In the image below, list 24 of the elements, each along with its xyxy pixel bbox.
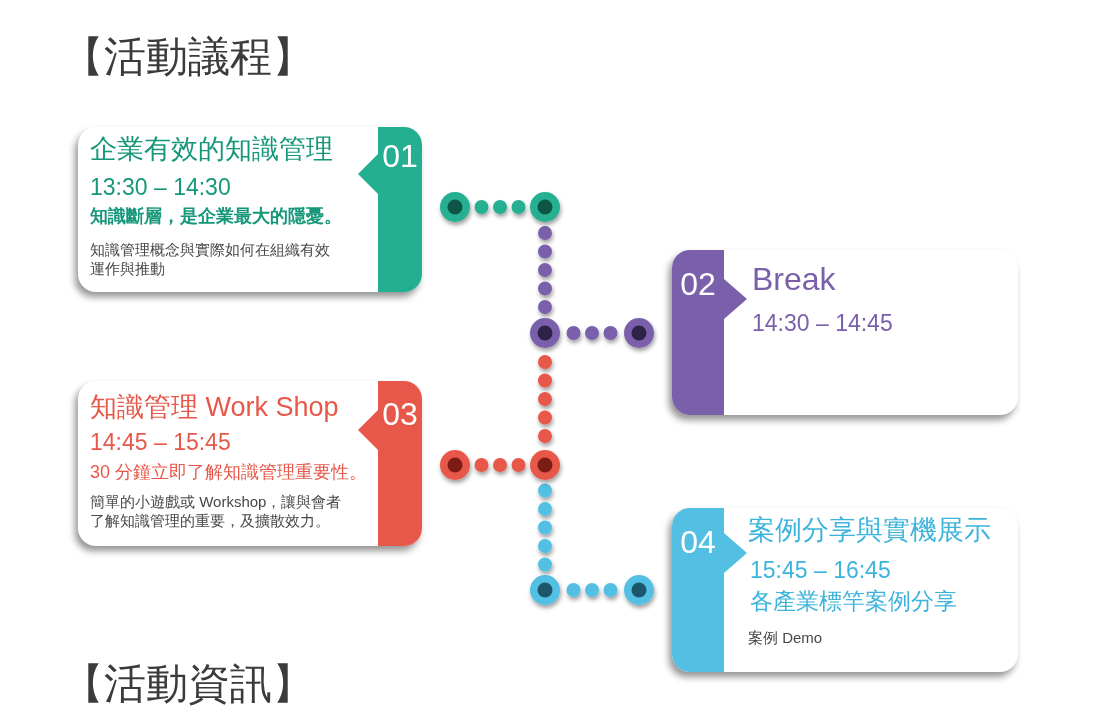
card-title: Break	[752, 259, 836, 299]
card-title: 案例分享與實機展示	[748, 513, 991, 547]
time-range: 15:45 – 16:45	[750, 555, 891, 585]
time-range: 14:45 – 15:45	[90, 428, 231, 457]
time-range: 13:30 – 14:30	[90, 173, 231, 202]
step-number: 01	[382, 137, 418, 176]
agenda-card	[672, 250, 1018, 415]
section-heading: 【活動議程】	[62, 32, 314, 82]
card-title: 知識管理 Work Shop	[90, 390, 339, 424]
description-text: 知識管理概念與實際如何在組織有效運作與推動	[90, 240, 331, 278]
highlight-text: 30 分鐘立即了解知識管理重要性。	[90, 460, 368, 484]
time-range: 14:30 – 14:45	[752, 308, 893, 338]
agenda-card	[78, 127, 422, 292]
agenda-card	[78, 381, 422, 546]
step-number: 04	[680, 523, 716, 562]
agenda-card	[672, 508, 1018, 672]
subtitle: 各產業標竿案例分享	[750, 587, 957, 616]
description-text: 案例 Demo	[748, 628, 823, 647]
section-heading: 【活動資訊】	[62, 659, 314, 709]
card-title: 企業有效的知識管理	[90, 132, 333, 166]
highlight-text: 知識斷層，是企業最大的隱憂。	[90, 204, 342, 228]
step-number: 02	[680, 264, 716, 304]
description-text: 簡單的小遊戲或 Workshop，讓與會者了解知識管理的重要，及擴散效力。	[90, 492, 343, 530]
step-number: 03	[382, 395, 418, 434]
